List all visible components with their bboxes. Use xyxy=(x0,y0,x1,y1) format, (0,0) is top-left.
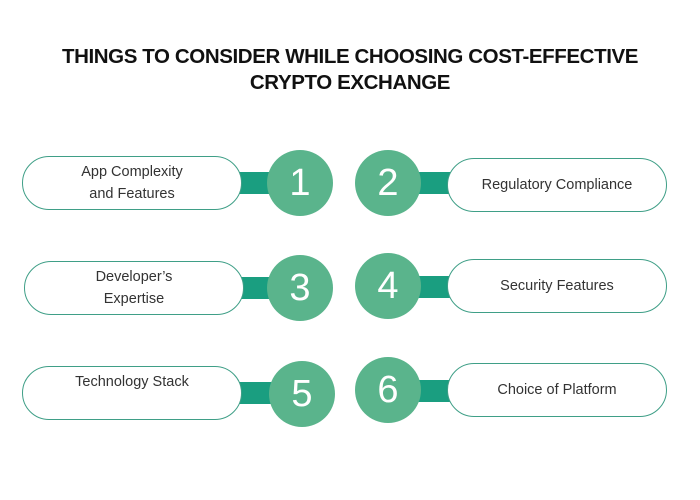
item-label-line-1: Choice of Platform xyxy=(497,382,617,398)
page-title: THINGS TO CONSIDER WHILE CHOOSING COST-E… xyxy=(0,44,700,96)
item-label-line-1: App Complexity xyxy=(81,164,183,180)
title-line-2: CRYPTO EXCHANGE xyxy=(249,71,451,94)
item-label-box: App Complexity and Features xyxy=(22,156,242,210)
item-label-box: Regulatory Compliance xyxy=(447,158,667,212)
number-badge: 6 xyxy=(355,357,421,423)
number-badge: 2 xyxy=(355,150,421,216)
item-label-line-2: Expertise xyxy=(103,291,165,307)
item-label-box: Developer’s Expertise xyxy=(24,261,244,315)
number-badge: 3 xyxy=(267,255,333,321)
item-label-line-2: and Features xyxy=(89,186,175,202)
title-line-1: THINGS TO CONSIDER WHILE CHOOSING COST-E… xyxy=(61,45,639,68)
item-label-line-1: Developer’s xyxy=(95,269,173,285)
number-badge: 4 xyxy=(355,253,421,319)
item-label-box: Technology Stack xyxy=(22,366,242,420)
item-label-box: Choice of Platform xyxy=(447,363,667,417)
number-badge: 1 xyxy=(267,150,333,216)
item-label-box: Security Features xyxy=(447,259,667,313)
item-label-line-1: Technology Stack xyxy=(75,374,189,390)
item-label-line-1: Security Features xyxy=(500,278,614,294)
item-label-line-1: Regulatory Compliance xyxy=(481,177,633,193)
number-badge: 5 xyxy=(269,361,335,427)
